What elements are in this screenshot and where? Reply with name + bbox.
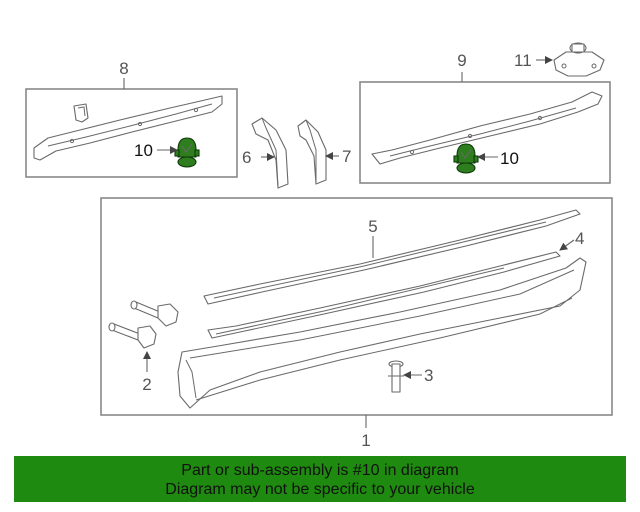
bolt-2-lower[interactable] (108, 322, 157, 349)
group-1: 1 5 4 2 (100, 197, 613, 450)
brackets-6-7: 6 7 (242, 117, 351, 189)
callout-4[interactable]: 4 (575, 229, 584, 248)
parts-diagram: 8 10 6 7 9 (25, 42, 613, 450)
part-11: 11 (514, 42, 605, 77)
callout-1[interactable]: 1 (361, 431, 370, 450)
cap-11-part[interactable] (553, 51, 605, 77)
notice-line-1: Part or sub-assembly is #10 in diagram (181, 462, 459, 479)
rocker-panel-cover-part[interactable] (177, 257, 587, 409)
group-8-box (25, 88, 238, 178)
callout-3[interactable]: 3 (424, 366, 433, 385)
small-bracket-part[interactable] (73, 103, 89, 123)
callout-11[interactable]: 11 (514, 51, 532, 70)
group-1-box (100, 197, 613, 416)
reinforcement-left-part[interactable] (33, 95, 223, 161)
notice-banner: Part or sub-assembly is #10 in diagram D… (14, 456, 626, 502)
bracket-6-part[interactable] (251, 117, 289, 189)
bracket-7-part[interactable] (297, 119, 327, 185)
callout-6[interactable]: 6 (242, 148, 251, 167)
group-8: 8 10 (25, 59, 238, 178)
reinforcement-right-part[interactable] (371, 91, 603, 165)
callout-9[interactable]: 9 (457, 51, 466, 70)
callout-2[interactable]: 2 (142, 375, 151, 394)
notice-line-2: Diagram may not be specific to your vehi… (165, 481, 475, 498)
callout-5[interactable]: 5 (368, 217, 377, 236)
clip-3[interactable] (388, 360, 404, 393)
bolt-2-upper[interactable] (130, 300, 179, 327)
group-9-box (359, 81, 611, 184)
callout-10-left[interactable]: 10 (134, 141, 153, 160)
callout-7[interactable]: 7 (342, 147, 351, 166)
callout-8[interactable]: 8 (119, 59, 128, 78)
group-9: 9 10 (359, 51, 611, 184)
callout-10-right[interactable]: 10 (500, 149, 519, 168)
clip-10-right[interactable] (453, 143, 479, 174)
clip-10-left[interactable] (174, 137, 200, 168)
